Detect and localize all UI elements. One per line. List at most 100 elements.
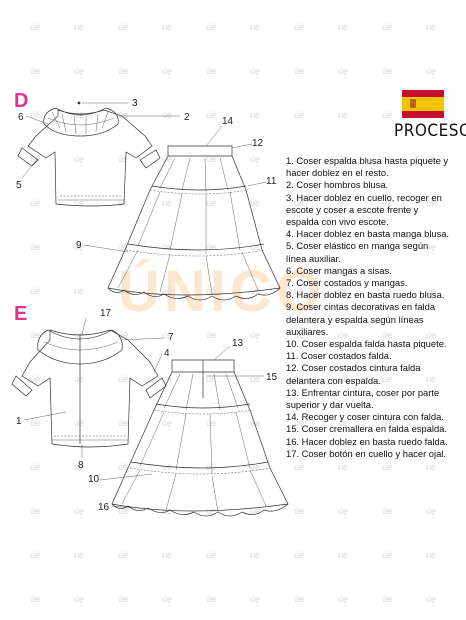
watermark-tile: úé <box>30 550 40 560</box>
watermark-tile: úé <box>250 110 260 120</box>
watermark-tile: úé <box>74 22 84 32</box>
watermark-tile: úé <box>74 550 84 560</box>
watermark-tile: úé <box>30 242 40 252</box>
watermark-tile: úé <box>382 198 392 208</box>
watermark-tile: úé <box>250 154 260 164</box>
watermark-tile: úé <box>426 550 436 560</box>
watermark-tile: úé <box>162 374 172 384</box>
watermark-tile: úé <box>30 418 40 428</box>
callout-10: 10 <box>88 474 100 485</box>
watermark-tile: úé <box>118 242 128 252</box>
watermark-tile: úé <box>30 374 40 384</box>
watermark-tile: úé <box>426 330 436 340</box>
watermark-tile: úé <box>426 66 436 76</box>
blouse-back-drawing <box>11 329 167 448</box>
watermark-tile: úé <box>162 594 172 604</box>
watermark-tile: úé <box>118 198 128 208</box>
callout-17: 17 <box>100 308 112 319</box>
watermark-tile: úé <box>338 154 348 164</box>
watermark-tile: úé <box>250 418 260 428</box>
watermark-tile: úé <box>206 198 216 208</box>
watermark-tile: úé <box>382 154 392 164</box>
watermark-tile: úé <box>382 418 392 428</box>
watermark-tile: úé <box>118 462 128 472</box>
step-6: 6. Coser mangas a sisas. <box>286 264 392 276</box>
watermark-tile: úé <box>206 66 216 76</box>
watermark-tile: úé <box>30 66 40 76</box>
watermark-tile: úé <box>74 198 84 208</box>
callout-3: 3 <box>132 98 138 109</box>
watermark-tile: úé <box>382 594 392 604</box>
watermark-tile: úé <box>338 330 348 340</box>
callout-4: 4 <box>164 348 170 359</box>
watermark-tile: úé <box>74 506 84 516</box>
watermark-tile: úé <box>294 66 304 76</box>
step-10: 10. Coser espalda falda hasta piquete. <box>286 338 447 350</box>
watermark-tile: úé <box>118 154 128 164</box>
watermark-tile: úé <box>162 110 172 120</box>
watermark-tile: úé <box>206 22 216 32</box>
watermark-tile: úé <box>382 506 392 516</box>
step-14: 14. Recoger y coser cintura con falda. <box>286 411 444 423</box>
callout-12: 12 <box>252 138 264 149</box>
callout-5: 5 <box>16 180 22 191</box>
watermark-tile: úé <box>338 110 348 120</box>
watermark-tile: úé <box>206 418 216 428</box>
watermark-tile: úé <box>382 110 392 120</box>
callout-11: 11 <box>266 176 277 187</box>
watermark-tile: úé <box>30 286 40 296</box>
watermark-tile: úé <box>30 110 40 120</box>
watermark-tile: úé <box>118 22 128 32</box>
watermark-tile: úé <box>382 550 392 560</box>
watermark-tile: úé <box>338 66 348 76</box>
watermark-tile: úé <box>338 462 348 472</box>
callout-2: 2 <box>184 112 190 123</box>
watermark-tile: úé <box>74 374 84 384</box>
watermark-tile: úé <box>30 462 40 472</box>
watermark-tile: úé <box>206 286 216 296</box>
callout-14: 14 <box>222 116 234 127</box>
watermark-tile: úé <box>426 506 436 516</box>
watermark-tile: úé <box>426 242 436 252</box>
watermark-tile: úé <box>250 22 260 32</box>
watermark-tile: úé <box>162 198 172 208</box>
callout-13: 13 <box>232 338 244 349</box>
brand-watermark: ÚNICO <box>118 259 325 324</box>
watermark-tile: úé <box>162 154 172 164</box>
watermark-tile: úé <box>118 330 128 340</box>
callout-9: 9 <box>76 240 82 251</box>
callout-1: 1 <box>16 416 22 427</box>
step-1: 1. Coser espalda blusa hasta piquete y h… <box>286 155 449 179</box>
watermark-tile: úé <box>250 594 260 604</box>
callout-15: 15 <box>266 372 278 383</box>
watermark-tile: úé <box>118 506 128 516</box>
step-4: 4. Hacer doblez en basta manga blusa. <box>286 228 450 240</box>
step-7: 7. Coser costados y mangas. <box>286 277 408 289</box>
watermark-tile: úé <box>30 198 40 208</box>
watermark-tile: úé <box>294 462 304 472</box>
watermark-tile: úé <box>338 242 348 252</box>
watermark-tile: úé <box>250 506 260 516</box>
watermark-tile: úé <box>162 462 172 472</box>
watermark-tile: úé <box>250 462 260 472</box>
step-16: 16. Hacer doblez en basta ruedo falda. <box>286 435 448 447</box>
watermark-tile: úé <box>338 506 348 516</box>
spain-flag-icon <box>402 90 444 118</box>
watermark-tile: úé <box>250 66 260 76</box>
watermark-tile: úé <box>206 154 216 164</box>
watermark-tile: úé <box>294 110 304 120</box>
watermark-tile: úé <box>338 418 348 428</box>
watermark-tile: úé <box>74 418 84 428</box>
blouse-front-drawing <box>17 101 161 207</box>
step-15: 15. Coser cremallera en falda espalda. <box>286 423 448 435</box>
watermark-tile: úé <box>338 22 348 32</box>
watermark-tile: úé <box>30 506 40 516</box>
watermark-tile: úé <box>426 418 436 428</box>
watermark-tile: úé <box>294 22 304 32</box>
watermark-tile: úé <box>30 154 40 164</box>
watermark-tile: úé <box>294 198 304 208</box>
callout-8: 8 <box>78 460 84 471</box>
watermark-tile: úé <box>162 242 172 252</box>
watermark-tile: úé <box>74 242 84 252</box>
